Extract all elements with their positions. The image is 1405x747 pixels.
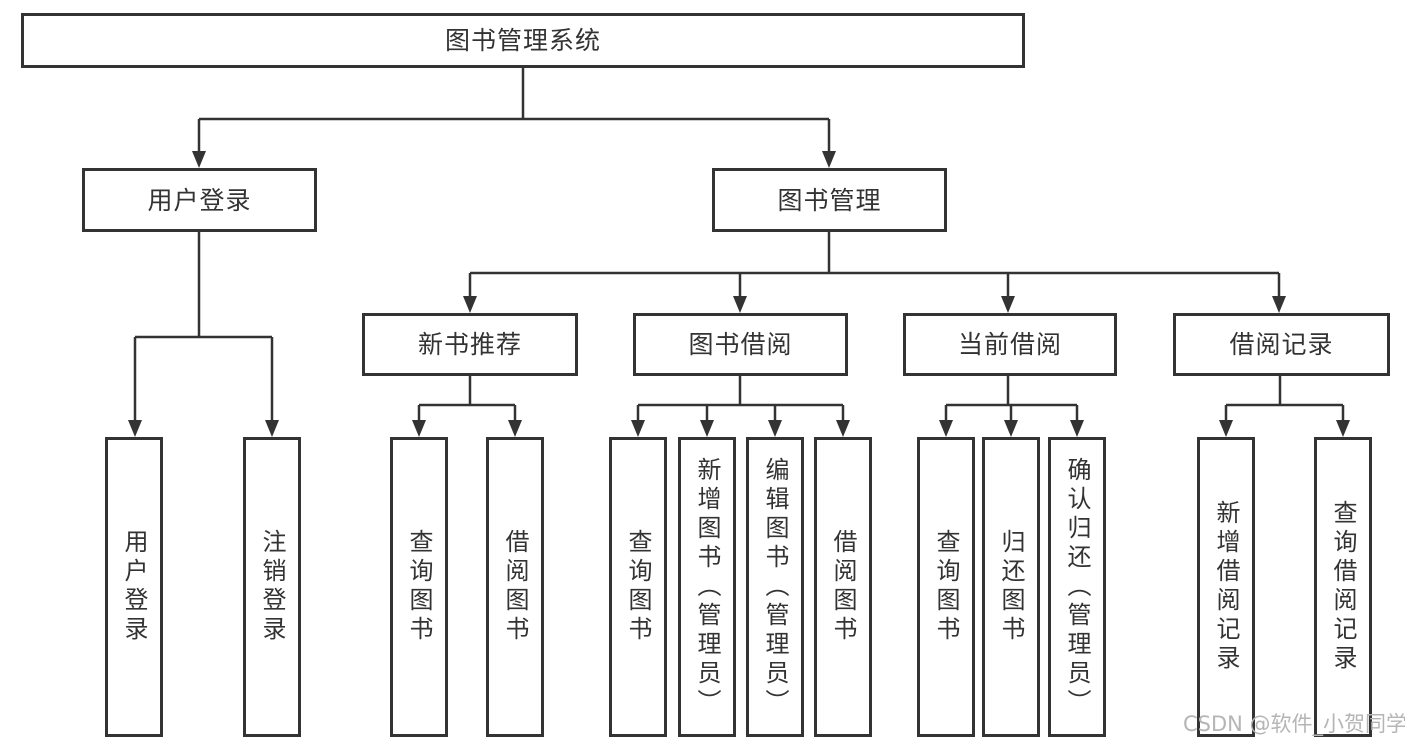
leaf-query-books-1: 查询图书 <box>390 437 448 737</box>
leaf-query-books-3-label: 查询图书 <box>932 529 960 645</box>
node-user-login: 用户登录 <box>82 168 317 232</box>
leaf-query-books-2: 查询图书 <box>609 437 667 737</box>
leaf-logout: 注销登录 <box>243 437 301 737</box>
leaf-borrow-books-2: 借阅图书 <box>814 437 872 737</box>
node-borrow-records: 借阅记录 <box>1173 313 1390 376</box>
node-book-management: 图书管理 <box>712 168 947 232</box>
node-new-book-recommend: 新书推荐 <box>362 313 578 376</box>
node-new-book-recommend-label: 新书推荐 <box>417 330 522 359</box>
leaf-add-books-admin-label: 新增图书（管理员） <box>693 456 721 718</box>
leaf-query-books-3: 查询图书 <box>917 437 975 737</box>
node-user-login-label: 用户登录 <box>147 185 252 215</box>
arrowhead-icons <box>128 151 1350 437</box>
leaf-query-books-2-label: 查询图书 <box>624 529 652 645</box>
leaf-add-books-admin: 新增图书（管理员） <box>678 437 736 737</box>
leaf-confirm-return-admin: 确认归还（管理员） <box>1048 437 1106 737</box>
leaf-logout-label: 注销登录 <box>258 529 286 645</box>
node-book-borrow-label: 图书借阅 <box>688 330 793 359</box>
leaf-add-borrow-record-label: 新增借阅记录 <box>1212 500 1240 674</box>
node-current-borrow: 当前借阅 <box>903 313 1117 376</box>
leaf-user-login: 用户登录 <box>105 437 163 737</box>
node-book-management-label: 图书管理 <box>777 185 882 215</box>
node-root-system-label: 图书管理系统 <box>444 26 601 55</box>
leaf-edit-books-admin: 编辑图书（管理员） <box>746 437 804 737</box>
leaf-query-borrow-record: 查询借阅记录 <box>1314 437 1372 737</box>
watermark: CSDN @软件_小贺同学 <box>1183 712 1405 736</box>
leaf-add-borrow-record: 新增借阅记录 <box>1197 437 1255 737</box>
leaf-return-books-label: 归还图书 <box>997 529 1025 645</box>
leaf-query-borrow-record-label: 查询借阅记录 <box>1329 500 1357 674</box>
leaf-confirm-return-admin-label: 确认归还（管理员） <box>1063 456 1091 718</box>
leaf-borrow-books-1-label: 借阅图书 <box>501 529 529 645</box>
node-root-system: 图书管理系统 <box>21 13 1025 68</box>
leaf-user-login-label: 用户登录 <box>120 529 148 645</box>
leaf-borrow-books-2-label: 借阅图书 <box>829 529 857 645</box>
leaf-edit-books-admin-label: 编辑图书（管理员） <box>761 456 789 718</box>
node-borrow-records-label: 借阅记录 <box>1229 330 1334 359</box>
leaf-borrow-books-1: 借阅图书 <box>486 437 544 737</box>
node-book-borrow: 图书借阅 <box>633 313 848 376</box>
leaf-return-books: 归还图书 <box>982 437 1040 737</box>
node-current-borrow-label: 当前借阅 <box>957 330 1062 359</box>
leaf-query-books-1-label: 查询图书 <box>405 529 433 645</box>
